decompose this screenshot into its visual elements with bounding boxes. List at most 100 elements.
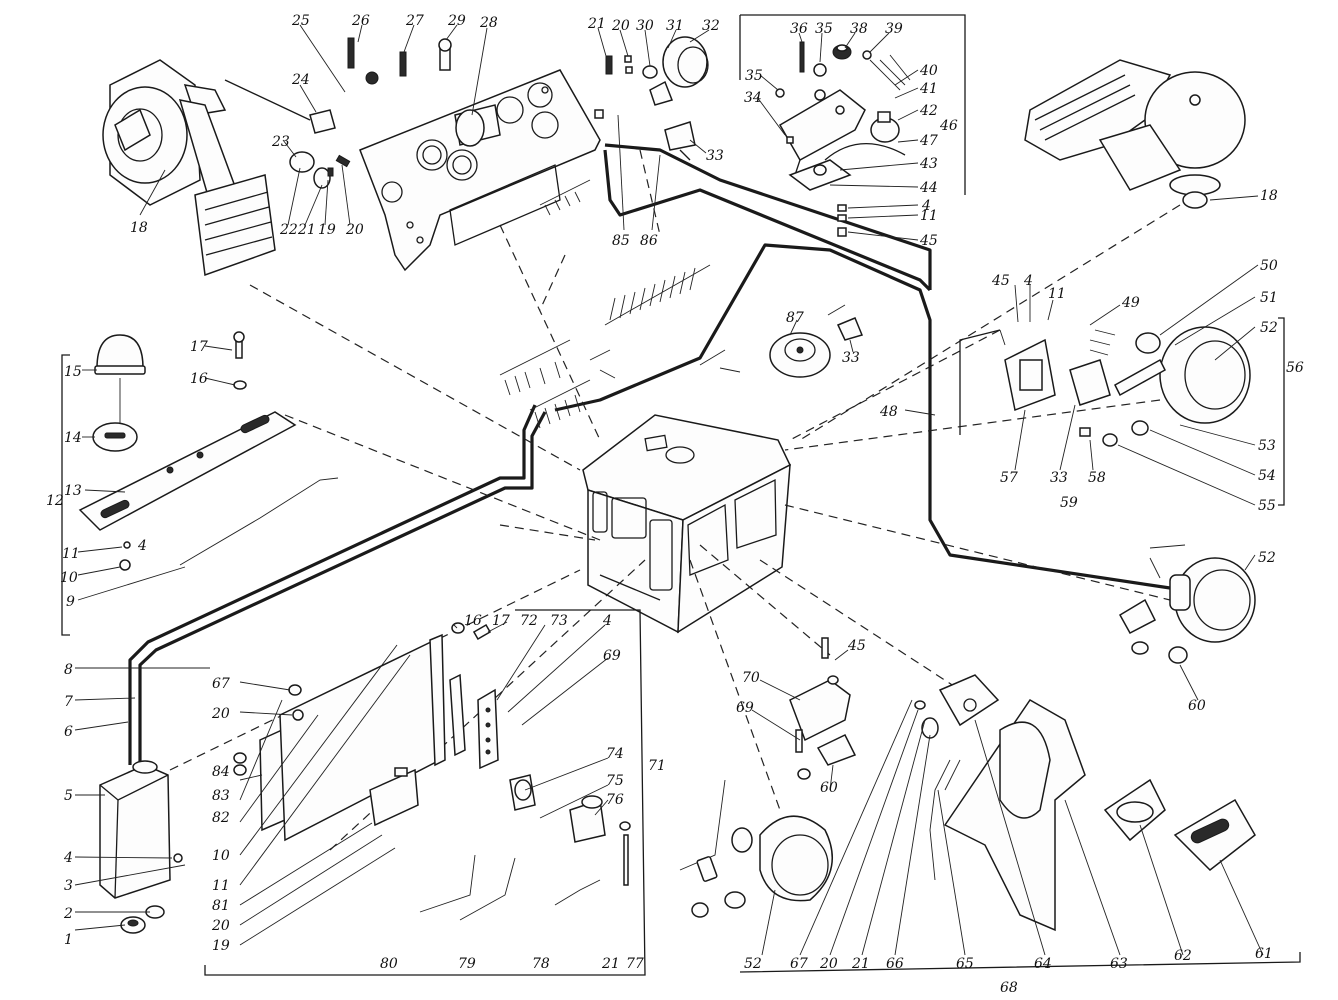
label-19: 19 [318,222,336,238]
label-70: 70 [742,670,760,686]
label-47: 47 [919,133,938,149]
label-68: 68 [1000,980,1018,996]
label-33: 33 [842,350,860,366]
label-60: 60 [820,780,838,796]
label-42: 42 [919,103,938,119]
label-7: 7 [64,694,73,710]
label-63: 63 [1110,956,1128,972]
label-86: 86 [640,233,658,249]
label-4: 4 [63,850,73,866]
label-74: 74 [606,746,624,762]
label-73: 73 [550,613,568,629]
group-12 [61,331,339,636]
label-18: 18 [130,220,148,236]
label-79: 79 [458,956,476,972]
label-20: 20 [345,222,364,238]
label-39: 39 [885,21,903,37]
label-4: 4 [921,198,931,214]
label-45: 45 [847,638,866,654]
label-17: 17 [190,339,208,355]
group-71 [204,609,646,976]
label-20: 20 [211,918,230,934]
label-53: 53 [1258,438,1276,454]
label-58: 58 [1088,470,1106,486]
switch-cluster [594,36,709,161]
headlight-right [1118,557,1256,664]
label-33: 33 [706,148,724,164]
connector-bundles [499,179,1186,579]
label-81: 81 [212,898,230,914]
label-49: 49 [1121,295,1140,311]
label-3: 3 [64,878,73,894]
label-38: 38 [850,21,868,37]
label-36: 36 [790,21,808,37]
label-19: 19 [212,938,230,954]
label-29: 29 [447,13,466,29]
relay-box [99,760,183,934]
label-28: 28 [479,15,498,31]
label-10: 10 [212,848,230,864]
label-71: 71 [648,758,666,774]
label-82: 82 [212,810,230,826]
label-13: 13 [64,483,82,499]
label-24: 24 [291,72,310,88]
label-75: 75 [606,773,624,789]
label-84: 84 [212,764,230,780]
label-52: 52 [1258,550,1276,566]
label-20: 20 [211,706,230,722]
label-66: 66 [886,956,904,972]
label-1: 1 [64,932,73,948]
label-30: 30 [636,18,654,34]
label-46: 46 [939,118,958,134]
label-61: 61 [1255,946,1273,962]
instrument-panel [359,69,601,272]
label-35: 35 [745,68,763,84]
group-68 [679,637,1301,973]
label-59: 59 [1060,495,1078,511]
label-16: 16 [464,613,482,629]
label-35: 35 [815,21,833,37]
label-23: 23 [271,134,290,150]
label-45: 45 [991,273,1010,289]
label-69: 69 [736,700,754,716]
label-8: 8 [64,662,73,678]
label-4: 4 [602,613,612,629]
label-45: 45 [919,233,938,249]
label-67: 67 [790,956,808,972]
part-number-labels: 1 2 3 4 5 6 7 8 9 10 11 4 12 13 14 15 16… [46,13,1304,996]
label-33: 33 [1050,470,1068,486]
label-41: 41 [919,81,938,97]
label-50: 50 [1260,258,1278,274]
label-69: 69 [603,648,621,664]
label-12: 12 [46,493,64,509]
heater-fan [102,59,276,277]
label-44: 44 [919,180,938,196]
main-harness [128,143,1171,765]
label-83: 83 [212,788,230,804]
label-52: 52 [1260,320,1278,336]
label-10: 10 [60,570,78,586]
label-26: 26 [351,13,370,29]
label-18: 18 [1260,188,1278,204]
label-16: 16 [190,371,208,387]
label-57: 57 [1000,470,1018,486]
label-87: 87 [786,310,804,326]
label-78: 78 [532,956,550,972]
cabin [582,414,791,634]
horn-87 [769,332,831,378]
label-4: 4 [1023,273,1033,289]
label-11: 11 [920,208,938,224]
group-46 [739,14,966,237]
label-21: 21 [587,16,606,32]
label-43: 43 [919,156,938,172]
label-48: 48 [879,404,898,420]
label-6: 6 [64,724,73,740]
label-56: 56 [1286,360,1304,376]
label-80: 80 [380,956,398,972]
label-17: 17 [492,613,510,629]
label-21: 21 [851,956,870,972]
label-22: 22 [279,222,298,238]
label-64: 64 [1034,956,1052,972]
label-21: 21 [297,222,316,238]
